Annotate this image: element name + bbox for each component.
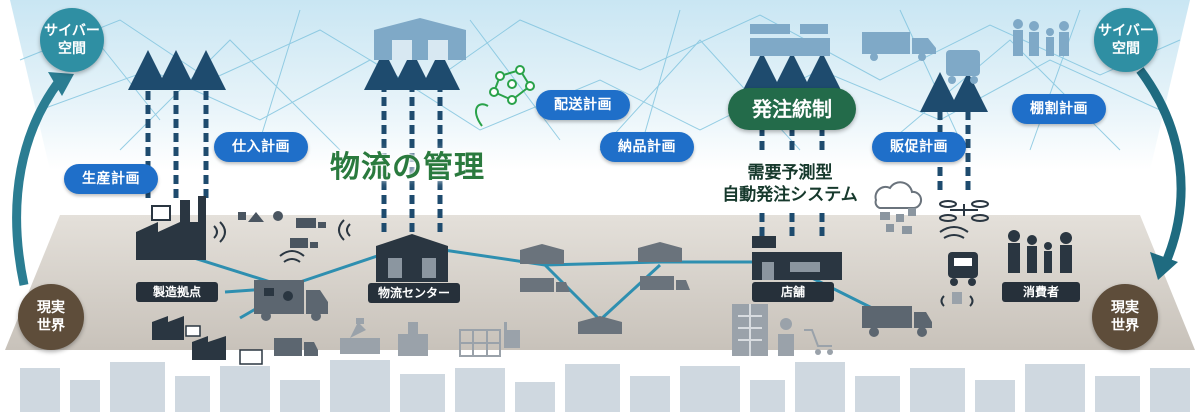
factory-icon xyxy=(136,196,206,260)
cloud-data-icon xyxy=(874,181,923,234)
warehouse-icons xyxy=(520,242,690,334)
forecast-line-2: 自動発注システム xyxy=(722,185,858,205)
purchasing-plan-label: 仕入計画 xyxy=(214,132,308,162)
cyber-space-left-circle: サイバー 空間 xyxy=(40,8,104,72)
order-control-label: 発注統制 xyxy=(728,88,856,130)
store-site-label: 店舗 xyxy=(752,282,834,302)
small-factory-icon xyxy=(152,316,263,365)
delivery-plan-label: 配送計画 xyxy=(536,90,630,120)
consumers-icon xyxy=(1008,230,1072,273)
cyber-consumers-icon xyxy=(1013,19,1069,56)
cyber-space-right-circle: サイバー 空間 xyxy=(1094,8,1158,72)
promotion-plan-label: 販促計画 xyxy=(872,132,966,162)
data-upload-arrows xyxy=(128,50,988,232)
shelf-plan-label: 棚割計画 xyxy=(1012,94,1106,124)
ai-network-icon xyxy=(474,65,535,127)
real-world-right-circle: 現実 世界 xyxy=(1092,284,1158,350)
locker-shopper-icon xyxy=(732,304,833,356)
right-cycle-arrow xyxy=(1136,67,1186,264)
production-plan-label: 生産計画 xyxy=(64,164,158,194)
cyber-truck-icon xyxy=(862,32,936,61)
forecast-line-1: 需要予測型 xyxy=(747,163,833,183)
factory-site-label: 製造拠点 xyxy=(136,282,218,302)
consumer-site-label: 消費者 xyxy=(1002,282,1080,302)
distribution-center-icon xyxy=(376,234,448,282)
delivery-robot-icon xyxy=(948,252,978,304)
delivery-truck-icon xyxy=(254,280,328,356)
cyber-store-icon xyxy=(750,24,830,56)
factory-robots-icon xyxy=(340,318,520,357)
store-icon xyxy=(752,236,842,280)
city-silhouette xyxy=(20,360,1190,412)
drone-icon xyxy=(939,200,989,222)
supply-plan-label: 納品計画 xyxy=(600,132,694,162)
forecast-connectors xyxy=(759,210,825,236)
wireless-signal-icons xyxy=(213,219,974,307)
cyber-robot-icon xyxy=(946,50,980,84)
forecast-system-title: 需要予測型 自動発注システム xyxy=(700,162,880,206)
logistics-management-title: 物流の管理 xyxy=(330,150,485,185)
distribution-center-site-label: 物流センター xyxy=(368,283,460,303)
road-truck-icon xyxy=(862,306,932,337)
shapes-trucks-icon xyxy=(238,211,326,248)
real-world-left-circle: 現実 世界 xyxy=(18,284,84,350)
left-cycle-arrow xyxy=(12,77,64,286)
cyber-warehouse-icon xyxy=(374,18,466,60)
